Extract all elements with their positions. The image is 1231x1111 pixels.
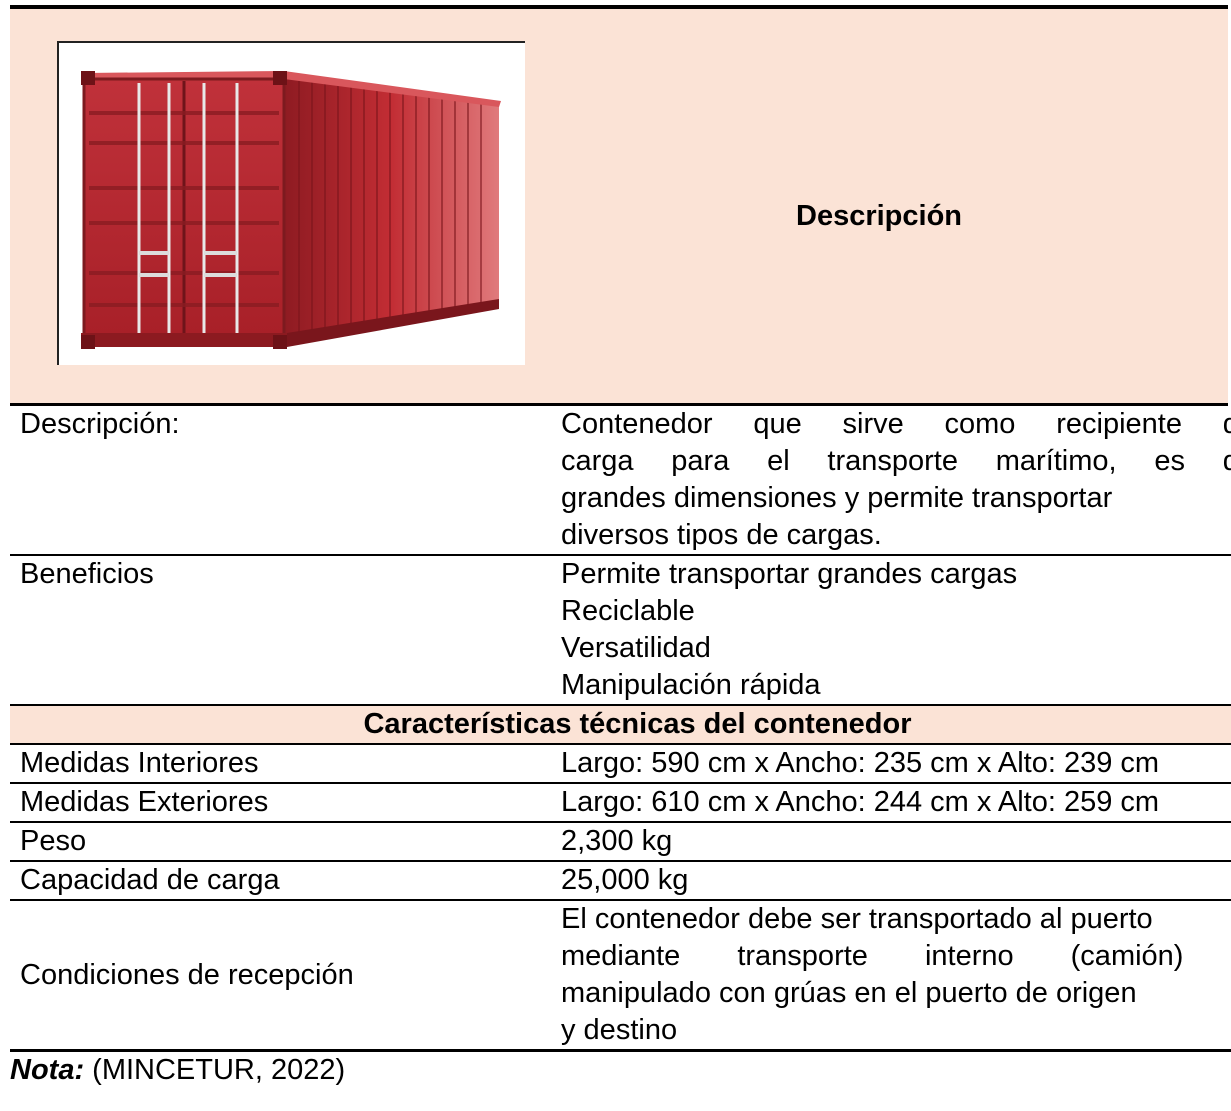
row-beneficios: Beneficios Permite transportar grandes c… xyxy=(10,554,1231,705)
spec-value: 25,000 kg xyxy=(551,860,1231,900)
row-descripcion: Descripción: Contenedor que sirve como r… xyxy=(10,406,1231,555)
value-descripcion: Contenedor que sirve como recipiente de … xyxy=(551,406,1231,555)
value-beneficios: Permite transportar grandes cargas Recic… xyxy=(551,554,1231,705)
details-table: Descripción: Contenedor que sirve como r… xyxy=(10,406,1231,1052)
top-rule xyxy=(10,5,1228,9)
condiciones-line-1: El contenedor debe ser transportado al p… xyxy=(561,903,1153,935)
spec-value: 2,300 kg xyxy=(551,821,1231,861)
condiciones-line-2: mediante transporte interno (camión) y xyxy=(561,940,1231,972)
condiciones-line-3: manipulado con grúas en el puerto de ori… xyxy=(561,977,1137,1009)
spec-label: Medidas Exteriores xyxy=(10,782,551,822)
container-spec-table: Descripción Descripción: Contenedor que … xyxy=(10,5,1231,1088)
shipping-container-icon xyxy=(81,71,501,349)
beneficio-item: Permite transportar grandes cargas xyxy=(561,558,1018,590)
descripcion-line-4: diversos tipos de cargas. xyxy=(561,519,882,551)
beneficio-item: Versatilidad xyxy=(561,632,711,664)
spec-value: Largo: 590 cm x Ancho: 235 cm x Alto: 23… xyxy=(561,747,1160,779)
spec-row: Medidas Exteriores Largo: 610 cm x Ancho… xyxy=(10,782,1231,822)
beneficio-item: Manipulación rápida xyxy=(561,669,821,701)
label-beneficios: Beneficios xyxy=(10,554,551,705)
condiciones-line-4: y destino xyxy=(561,1014,678,1046)
section-header-row: Características técnicas del contenedor xyxy=(10,704,1231,745)
descripcion-line-2: carga para el transporte marítimo, es de xyxy=(561,445,1231,477)
value-condiciones: El contenedor debe ser transportado al p… xyxy=(551,899,1231,1052)
label-condiciones: Condiciones de recepción xyxy=(10,899,551,1052)
note-text: (MINCETUR, 2022) xyxy=(84,1054,346,1086)
spec-label: Medidas Interiores xyxy=(20,747,259,779)
spec-value: Largo: 610 cm x Ancho: 244 cm x Alto: 25… xyxy=(551,782,1231,822)
beneficio-item: Reciclable xyxy=(561,595,695,627)
descripcion-line-1: Contenedor que sirve como recipiente de xyxy=(561,408,1231,440)
header-title: Descripción xyxy=(796,199,962,232)
header-row: Descripción xyxy=(10,9,1228,406)
container-image xyxy=(57,41,525,365)
spec-label: Capacidad de carga xyxy=(10,860,551,900)
section-title: Características técnicas del contenedor xyxy=(10,704,1231,745)
row-condiciones: Condiciones de recepción El contenedor d… xyxy=(10,899,1231,1052)
source-note: Nota: (MINCETUR, 2022) xyxy=(10,1052,1228,1088)
spec-row: Capacidad de carga 25,000 kg xyxy=(10,860,1231,900)
descripcion-line-3: grandes dimensiones y permite transporta… xyxy=(561,482,1113,514)
spec-row: Medidas Interiores Largo: 590 cm x Ancho… xyxy=(10,744,1231,783)
label-descripcion: Descripción: xyxy=(20,408,180,440)
spec-label: Peso xyxy=(10,821,551,861)
note-label: Nota: xyxy=(10,1054,85,1086)
spec-row: Peso 2,300 kg xyxy=(10,821,1231,861)
